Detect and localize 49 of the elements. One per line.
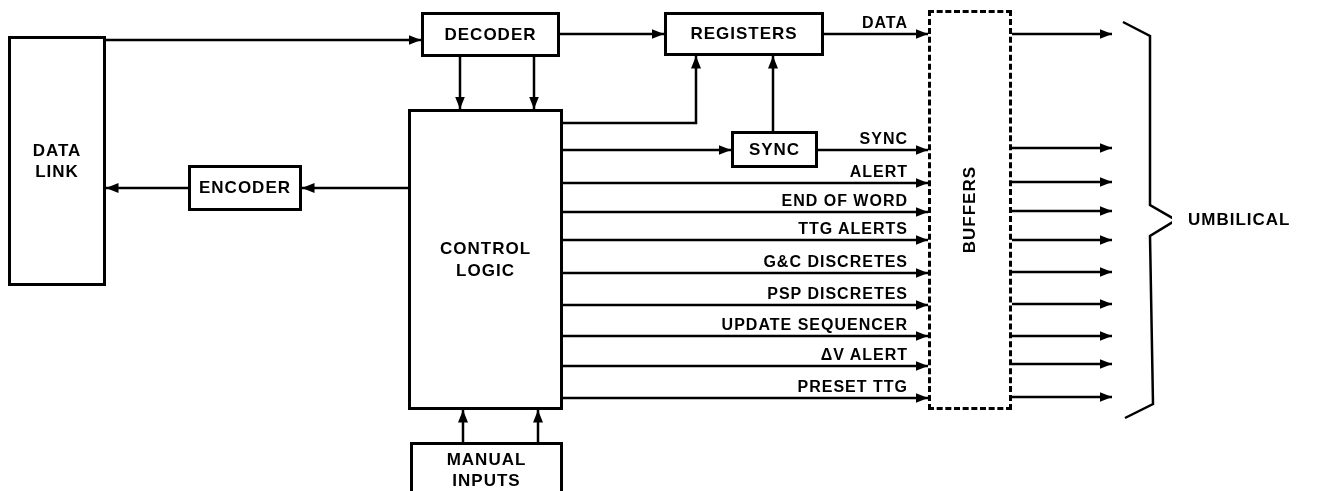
arrow <box>529 57 539 109</box>
arrow <box>106 183 188 193</box>
block-label: MANUAL INPUTS <box>445 449 528 491</box>
block-box <box>421 12 560 57</box>
arrow <box>563 331 928 341</box>
arrow <box>533 410 543 442</box>
arrow <box>768 56 778 131</box>
arrow <box>1012 331 1112 341</box>
block-label: DECODER <box>443 23 538 46</box>
arrow <box>1012 299 1112 309</box>
arrow <box>824 29 928 39</box>
block-box <box>410 442 563 491</box>
arrow <box>563 235 928 245</box>
block-label: DATA LINK <box>31 139 83 183</box>
block-box <box>731 131 818 168</box>
block-label: CONTROL LOGIC <box>438 238 532 281</box>
arrow <box>563 268 928 278</box>
arrow <box>1012 143 1112 153</box>
arrow <box>563 56 701 125</box>
arrow <box>563 178 928 188</box>
arrow <box>1012 235 1112 245</box>
block-box <box>188 165 302 211</box>
block-box <box>664 12 824 56</box>
arrow <box>563 207 928 217</box>
arrow <box>1012 359 1112 369</box>
arrow <box>1012 177 1112 187</box>
block-label: ENCODER <box>198 177 292 199</box>
arrow <box>458 410 468 442</box>
block-label: REGISTERS <box>689 23 799 45</box>
arrow <box>563 145 731 155</box>
block-label: BUFFERS <box>959 166 981 254</box>
block-box <box>408 109 563 410</box>
arrow <box>563 300 928 310</box>
dashed-buffer-box <box>928 10 1012 410</box>
edge-label: UPDATE SEQUENCER <box>719 316 910 334</box>
arrow <box>106 35 421 45</box>
block-label: SYNC <box>747 138 802 161</box>
arrow <box>563 393 928 403</box>
arrow <box>560 29 664 39</box>
arrow <box>818 145 928 155</box>
group-label: UMBILICAL <box>1188 209 1291 231</box>
arrow <box>1012 29 1112 39</box>
arrow <box>1012 392 1112 402</box>
arrow <box>455 57 465 109</box>
arrow <box>1012 206 1112 216</box>
block-box <box>8 36 106 286</box>
arrow <box>302 183 408 193</box>
arrow <box>563 361 928 371</box>
arrow <box>1012 267 1112 277</box>
